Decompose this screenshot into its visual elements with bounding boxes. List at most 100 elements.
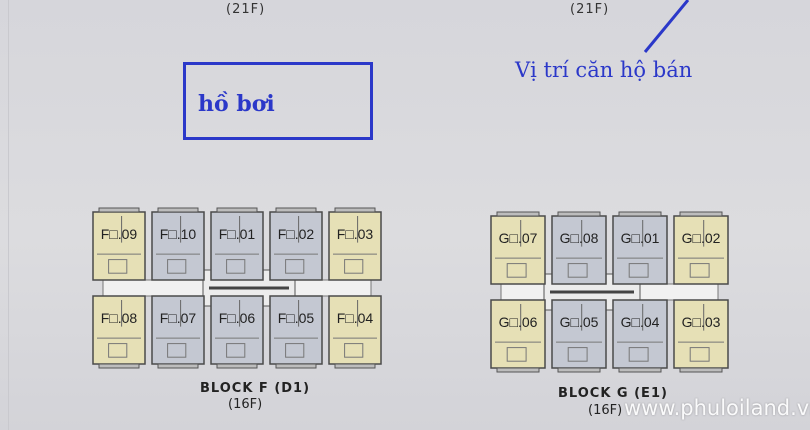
balcony [496, 211, 540, 217]
unit-label: F□.09 [101, 226, 138, 242]
unit-label: G□.06 [499, 314, 538, 330]
unit-outline [151, 295, 205, 365]
bathroom-outline [689, 263, 710, 278]
unit-g-05: G□.05 [551, 299, 607, 373]
unit-outline [269, 295, 323, 365]
block-f-title: BLOCK F (D1) [200, 381, 311, 396]
unit-outline [673, 215, 729, 285]
balcony [557, 211, 601, 217]
unit-f-04: F□.04 [328, 295, 382, 369]
unit-label: G□.08 [560, 230, 599, 246]
unit-label: F□.07 [160, 310, 197, 326]
bathroom-outline [689, 347, 710, 362]
unit-outline [673, 299, 729, 369]
balcony [557, 367, 601, 373]
pool-annotation-box: hồ bơi [183, 62, 373, 140]
unit-f-10: F□.10 [151, 207, 205, 281]
unit-label: G□.02 [682, 230, 721, 246]
unit-f-01: F□.01 [210, 207, 264, 281]
unit-f-08: F□.08 [92, 295, 146, 369]
unit-label: F□.08 [101, 310, 138, 326]
unit-g-04: G□.04 [612, 299, 668, 373]
bathroom-outline [567, 263, 588, 278]
unit-label: F□.03 [337, 226, 374, 242]
bathroom-outline [344, 259, 364, 274]
unit-outline [151, 211, 205, 281]
bathroom-outline [506, 347, 527, 362]
bathroom-outline [628, 347, 649, 362]
bathroom-outline [108, 343, 128, 358]
unit-outline [612, 299, 668, 369]
watermark-url: www.phuloiland.vn [624, 396, 810, 420]
unit-f-05: F□.05 [269, 295, 323, 369]
block-f-floors: (16F) [228, 397, 263, 412]
bathroom-outline [628, 263, 649, 278]
balcony [618, 367, 662, 373]
unit-outline [551, 299, 607, 369]
unit-g-08: G□.08 [551, 211, 607, 285]
bathroom-outline [167, 259, 187, 274]
unit-label: G□.04 [621, 314, 660, 330]
bathroom-outline [506, 263, 527, 278]
pool-label: hồ bơi [198, 91, 275, 117]
balcony [275, 207, 317, 213]
unit-label: F□.10 [160, 226, 197, 242]
unit-outline [490, 299, 546, 369]
top-right-floors-label: (21F) [570, 2, 610, 17]
unit-g-01: G□.01 [612, 211, 668, 285]
unit-label: F□.06 [219, 310, 256, 326]
unit-g-07: G□.07 [490, 211, 546, 285]
bathroom-outline [567, 347, 588, 362]
balcony [216, 207, 258, 213]
balcony [679, 367, 723, 373]
balcony [98, 207, 140, 213]
unit-outline [210, 211, 264, 281]
block-g-title: BLOCK G (E1) [558, 386, 668, 401]
unit-outline [210, 295, 264, 365]
unit-label: G□.01 [621, 230, 660, 246]
bathroom-outline [226, 343, 246, 358]
page-edge-line [8, 0, 9, 430]
unit-label: G□.07 [499, 230, 538, 246]
unit-label: F□.02 [278, 226, 315, 242]
unit-g-02: G□.02 [673, 211, 729, 285]
unit-f-09: F□.09 [92, 207, 146, 281]
unit-g-03: G□.03 [673, 299, 729, 373]
unit-f-06: F□.06 [210, 295, 264, 369]
balcony [157, 363, 199, 369]
unit-outline [269, 211, 323, 281]
unit-label: F□.05 [278, 310, 315, 326]
balcony [334, 207, 376, 213]
unit-label: G□.05 [560, 314, 599, 330]
bathroom-outline [344, 343, 364, 358]
balcony [216, 363, 258, 369]
unit-label: F□.01 [219, 226, 256, 242]
balcony [334, 363, 376, 369]
unit-outline [92, 295, 146, 365]
bathroom-outline [226, 259, 246, 274]
bathroom-outline [108, 259, 128, 274]
unit-f-03: F□.03 [328, 207, 382, 281]
balcony [679, 211, 723, 217]
balcony [98, 363, 140, 369]
bathroom-outline [285, 259, 305, 274]
unit-outline [490, 215, 546, 285]
unit-outline [551, 215, 607, 285]
balcony [157, 207, 199, 213]
balcony [496, 367, 540, 373]
unit-label: G□.03 [682, 314, 721, 330]
unit-outline [612, 215, 668, 285]
balcony [275, 363, 317, 369]
unit-g-06: G□.06 [490, 299, 546, 373]
bathroom-outline [285, 343, 305, 358]
balcony [618, 211, 662, 217]
bathroom-outline [167, 343, 187, 358]
unit-f-02: F□.02 [269, 207, 323, 281]
unit-f-07: F□.07 [151, 295, 205, 369]
block-g-floors: (16F) [588, 403, 623, 418]
sale-position-label: Vị trí căn hộ bán [515, 58, 693, 82]
